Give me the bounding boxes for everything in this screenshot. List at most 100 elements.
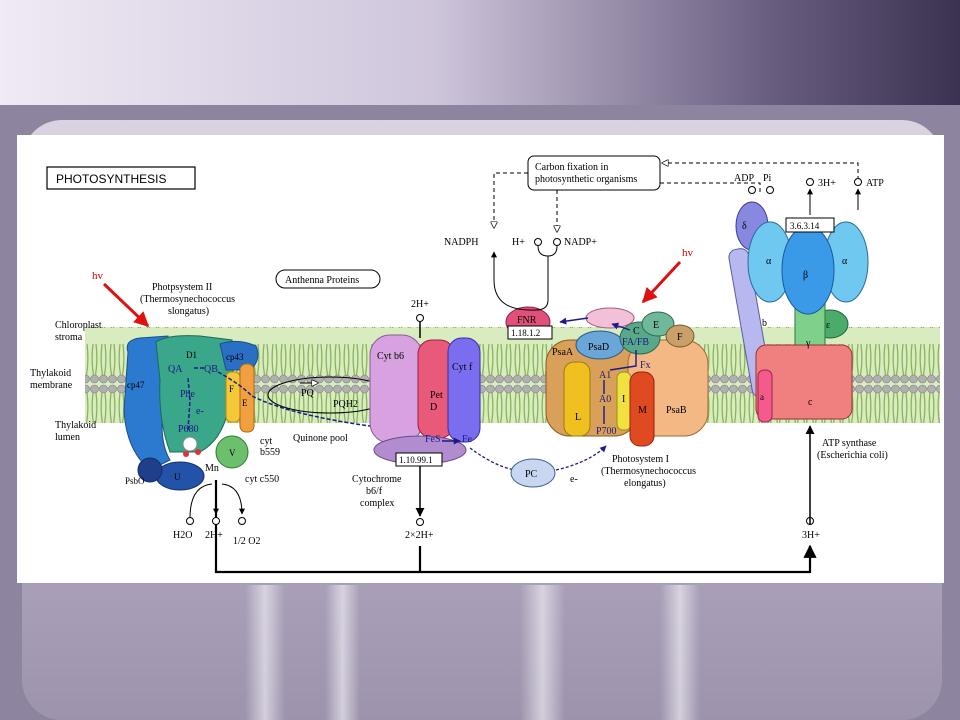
- antenna-label: Anthenna Proteins: [285, 275, 359, 286]
- o2-label: 1/2 O2: [233, 536, 261, 547]
- fd-domain: [585, 307, 635, 329]
- h2-top-label: 2H+: [411, 299, 429, 310]
- fnr-label: FNR: [517, 315, 537, 326]
- atp-synthase: [728, 201, 869, 423]
- h2x2-label: 2×2H+: [405, 530, 434, 541]
- l-subunit: [563, 361, 591, 437]
- psaf-label: F: [677, 332, 683, 343]
- psi-name-1: Photosystem I: [612, 454, 669, 465]
- e-subunit: [239, 363, 255, 433]
- cyt-f-subunit: [447, 337, 481, 443]
- light-arrow-psi: [641, 260, 682, 304]
- cytb6f-name-3: complex: [360, 498, 394, 509]
- nadph-label: NADPH: [444, 237, 478, 248]
- page-title: PHOTOSYNTHESIS: [56, 172, 166, 186]
- alpha-label-right: α: [842, 256, 848, 267]
- a-label: a: [760, 392, 764, 402]
- lumen-label-2: lumen: [55, 432, 80, 443]
- psi-name-2: (Thermosynechococcus: [601, 466, 696, 477]
- atp-synthase-name-2: (Escherichia coli): [817, 450, 888, 461]
- b-label: b: [762, 318, 767, 329]
- atp-label: ATP: [866, 178, 884, 189]
- u-label: U: [174, 472, 181, 482]
- d1-label: D1: [186, 350, 197, 360]
- proton-return-path: [214, 480, 817, 574]
- l-label: L: [575, 412, 581, 423]
- pqh2-label: PQH2: [333, 399, 358, 410]
- gamma-label: γ: [805, 338, 811, 349]
- m-label: M: [638, 405, 647, 416]
- membrane-label-2: membrane: [30, 380, 73, 391]
- psi-name-3: elongatus): [624, 478, 666, 489]
- h3-top-label: 3H+: [818, 178, 836, 189]
- photosystem-ii: [123, 335, 259, 491]
- ec-fnr: 1.18.1.2: [511, 328, 540, 338]
- cyt-f-label: Cyt f: [452, 362, 473, 373]
- adp-label: ADP: [734, 173, 754, 184]
- electron-label-psii: e-: [196, 406, 204, 417]
- h2-bottom-label: 2H+: [205, 530, 223, 541]
- e-label: E: [242, 398, 248, 408]
- carbon-fixation-label-2: photosynthetic organisms: [535, 174, 637, 185]
- cyt-b559-label-2: b559: [260, 447, 280, 458]
- cytb6f-name-2: b6/f: [366, 486, 383, 497]
- pi-label: Pi: [763, 173, 772, 184]
- cyt-b6-label: Cyt b6: [377, 351, 404, 362]
- lumen-label-1: Thylakoid: [55, 420, 96, 431]
- stroma-label-2: stroma: [55, 332, 83, 343]
- fa-fb-label: FA/FB: [622, 337, 649, 348]
- psi-electron-path: [603, 324, 637, 424]
- c-ring: [755, 344, 853, 420]
- psii-name-2: (Thermosynechococcus: [140, 294, 235, 305]
- qb-label: QB: [204, 364, 218, 375]
- psac-label: C: [633, 326, 640, 337]
- f-subunit: [225, 371, 241, 423]
- ec-box-atp-synthase: [785, 217, 835, 233]
- ec-cytb6f: 1.10.99.1: [399, 455, 433, 465]
- i-label: I: [622, 394, 625, 405]
- antenna-proteins-box: [275, 269, 381, 289]
- fes-label: FeS: [425, 434, 441, 445]
- cyt-b559-label-1: cyt: [260, 436, 272, 447]
- h-plus-label: H+: [512, 237, 525, 248]
- h2o-label: H2O: [173, 530, 192, 541]
- m-subunit: [629, 371, 655, 447]
- v-subunit: [215, 435, 249, 469]
- d-label: D: [430, 402, 437, 413]
- hv-label-psi: hv: [682, 247, 694, 259]
- quinone-pool-label: Quinone pool: [293, 433, 348, 444]
- psbo-label: PsbO: [125, 476, 145, 486]
- delta-label: δ: [742, 221, 747, 232]
- c-label: c: [808, 397, 813, 408]
- psae-subunit: [641, 311, 675, 337]
- pq-label: PQ: [301, 388, 315, 399]
- p700-label: P700: [596, 426, 617, 437]
- psii-electron-path: [187, 367, 420, 432]
- pet-label: Pet: [430, 390, 443, 401]
- psbo-subunit: [137, 457, 163, 483]
- a-subunit: [757, 369, 773, 423]
- cytb6f-name-1: Cytochrome: [352, 474, 402, 485]
- fe-label: Fe: [462, 434, 473, 445]
- qa-label: QA: [168, 364, 183, 375]
- psad-label: PsaD: [588, 342, 609, 353]
- ec-box-fnr: [507, 325, 553, 340]
- title-band: [0, 0, 960, 105]
- alpha-label-left: α: [766, 256, 772, 267]
- electron-label-pc: e-: [570, 474, 578, 485]
- mn-label: Mn: [205, 463, 219, 474]
- ec-atp-synthase: 3.6.3.14: [790, 221, 820, 231]
- ec-box-cytb6f: [395, 452, 443, 467]
- psaa-label: PsaA: [552, 347, 574, 358]
- psaf-subunit: [665, 324, 695, 348]
- cyt-c550-label: cyt c550: [245, 474, 279, 485]
- light-arrow-psii: [102, 282, 150, 328]
- carbon-fixation-label-1: Carbon fixation in: [535, 162, 608, 173]
- epsilon-label: ε: [826, 320, 830, 331]
- cp43-label: cp43: [226, 352, 244, 362]
- psae-label: E: [653, 320, 659, 331]
- title-box: [46, 166, 196, 190]
- v-label: V: [229, 448, 236, 458]
- cp47-label: cp47: [127, 380, 145, 390]
